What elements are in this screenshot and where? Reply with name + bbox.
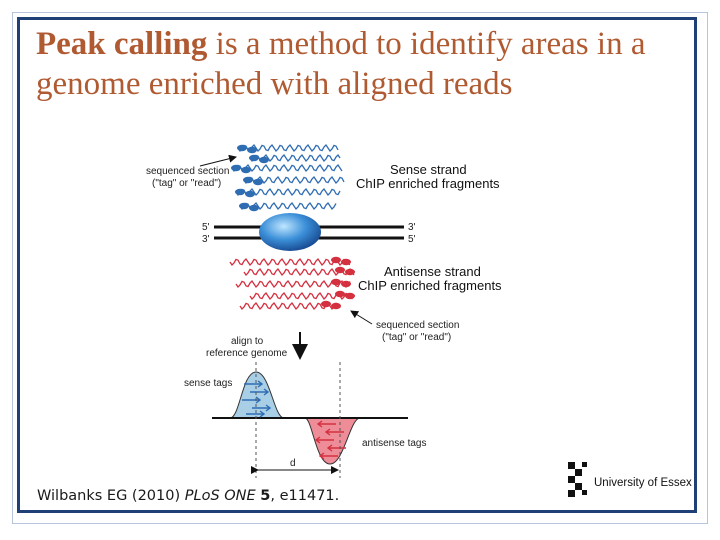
antisense-tag-arrows [314, 420, 346, 460]
five-prime-right: 5' [408, 234, 416, 245]
citation-author: Wilbanks EG (2010) [37, 488, 185, 504]
antisense-fragment-wave [235, 279, 351, 289]
antisense-tag-arrow [316, 420, 336, 428]
sense-fragment-wave [249, 153, 341, 163]
antisense-fragment-wave [243, 267, 355, 277]
antisense-fragments-label: ChIP enriched fragments [358, 278, 502, 293]
citation-pages: , e11471. [270, 488, 340, 504]
sense-read-tag [243, 176, 253, 184]
antisense-tag-arrow [318, 452, 338, 460]
sense-read-tag [237, 144, 247, 152]
antisense-read-tag [331, 256, 341, 264]
title-bold: Peak calling [36, 26, 208, 62]
three-prime-left: 3' [202, 234, 210, 245]
antisense-read-tag [345, 292, 355, 300]
antisense-read-tag [335, 290, 345, 298]
citation: Wilbanks EG (2010) PLoS ONE 5, e11471. [37, 488, 339, 504]
three-prime-right: 3' [408, 222, 416, 233]
citation-volume: 5 [260, 488, 271, 504]
sense-read-tag [259, 156, 269, 164]
sense-peak [229, 371, 285, 419]
sense-fragments-label: ChIP enriched fragments [356, 176, 500, 191]
sense-tags-label: sense tags [184, 378, 232, 389]
university-name: University of Essex [594, 477, 692, 489]
sense-read-tag [245, 190, 255, 198]
dna-binding-protein [259, 213, 321, 251]
five-prime-left: 5' [202, 222, 210, 233]
slide-outer-border [12, 12, 708, 524]
antisense-read-tag [321, 300, 331, 308]
sense-read-tag [249, 154, 259, 162]
antisense-read-tag [341, 258, 351, 266]
sense-strand-label: Sense strand [390, 162, 467, 177]
antisense-read-tags [321, 256, 355, 310]
sense-read-tags [231, 144, 269, 212]
sense-tag-arrows [242, 380, 272, 418]
antisense-tag-arrow [326, 444, 346, 452]
sense-fragment-wave [237, 143, 339, 153]
sense-fragments [231, 143, 345, 211]
sense-read-tag [231, 164, 241, 172]
antisense-read-tag [341, 280, 351, 288]
sequenced-section-bottom-label: sequenced section [376, 320, 459, 331]
antisense-read-tag [331, 302, 341, 310]
antisense-read-tag [345, 268, 355, 276]
sense-read-tag [253, 178, 263, 186]
sense-read-tag [247, 146, 257, 154]
antisense-tags-label: antisense tags [362, 438, 427, 449]
sequenced-section-top-label: sequenced section [146, 166, 229, 177]
sense-read-tag [249, 204, 259, 212]
sense-read-tag [241, 166, 251, 174]
d-distance-label: d [290, 458, 296, 469]
slide-frame [17, 17, 697, 513]
antisense-read-tag [331, 278, 341, 286]
sense-tag-arrow [242, 396, 262, 404]
title-rest: is a method to identify areas in a genom… [36, 26, 646, 102]
antisense-fragment-wave [239, 301, 341, 311]
sense-tag-arrow [252, 404, 272, 412]
antisense-fragment-wave [229, 257, 351, 267]
sense-read-tag [235, 188, 245, 196]
sequenced-section-top-arrow [199, 154, 237, 167]
sense-tag-arrow [246, 410, 266, 418]
sequenced-section-bottom-sublabel: ("tag" or "read") [382, 332, 451, 343]
sense-tag-arrow [244, 380, 264, 388]
antisense-tag-arrow [324, 428, 344, 436]
antisense-tag-arrow [314, 436, 334, 444]
citation-journal: PLoS ONE [184, 488, 256, 504]
antisense-read-tag [335, 266, 345, 274]
university-logo-icon [568, 462, 587, 497]
antisense-strand-label: Antisense strand [384, 264, 481, 279]
antisense-peak [304, 417, 361, 465]
sequenced-section-bottom-arrow [350, 310, 373, 325]
sequenced-section-top-sublabel: ("tag" or "read") [152, 178, 221, 189]
align-label: align to [231, 336, 264, 347]
sense-fragment-wave [235, 187, 341, 197]
slide-title: Peak calling is a method to identify are… [36, 24, 696, 104]
sense-tag-arrow [250, 388, 270, 396]
sense-fragment-wave [239, 201, 337, 211]
sense-fragment-wave [243, 175, 345, 185]
reference-genome-label: reference genome [206, 348, 288, 359]
sense-read-tag [239, 202, 249, 210]
